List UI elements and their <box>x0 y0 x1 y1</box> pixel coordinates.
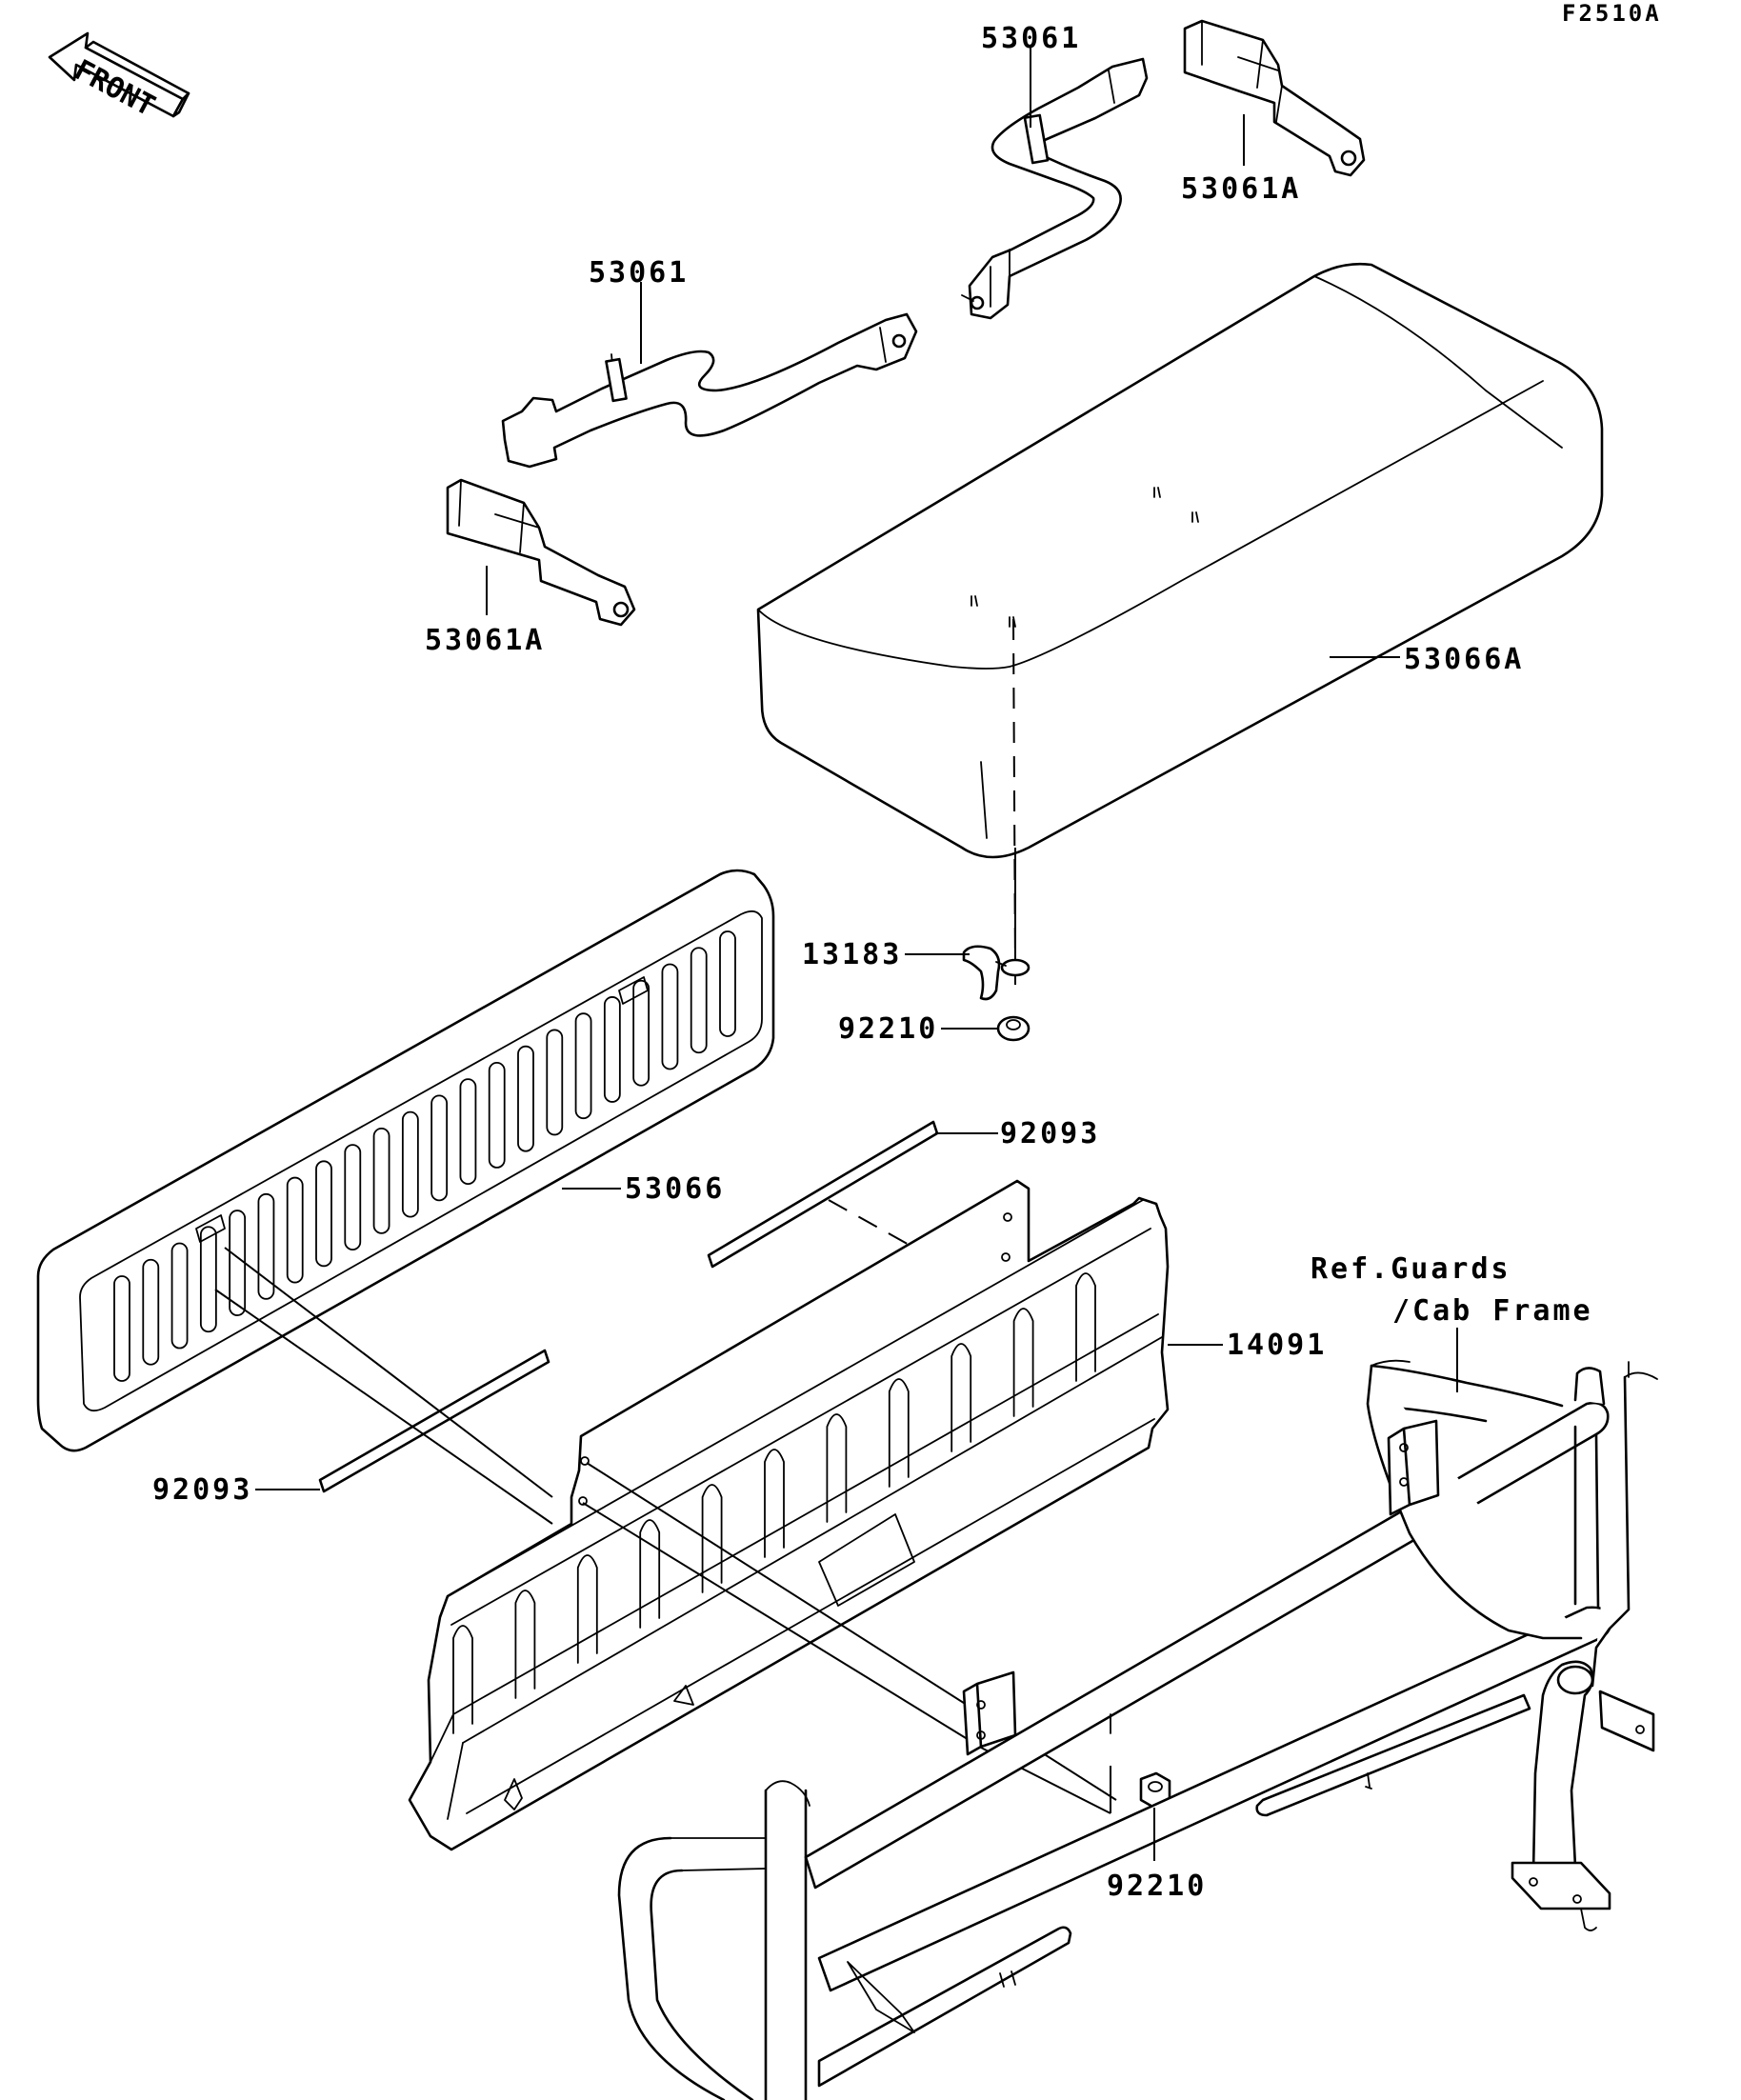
vent-slot <box>632 979 650 1087</box>
panel-rib <box>826 1413 848 1523</box>
vent-slot <box>315 1160 332 1268</box>
label-spacer-lower: 92093 <box>152 1473 252 1507</box>
vent-slot <box>113 1275 130 1382</box>
spacer-upper-part <box>707 1120 939 1269</box>
strap-upper-a <box>1183 19 1366 177</box>
fastener-line-1 <box>224 1247 553 1498</box>
spacer-lower-part <box>318 1349 550 1493</box>
label-strap-upper-a: 53061A <box>1181 172 1301 206</box>
vent-slot <box>430 1094 449 1202</box>
label-clamp: 13183 <box>802 938 902 971</box>
panel-rib <box>701 1484 723 1593</box>
vent-slot <box>372 1127 390 1234</box>
label-backrest: 53066 <box>625 1172 725 1206</box>
vent-slot <box>719 930 736 1037</box>
fastener-line-4 <box>582 1502 984 1750</box>
ref-note-line1: Ref.Guards <box>1311 1252 1511 1286</box>
strap-lower <box>501 312 918 469</box>
figure-id: F2510A <box>1562 0 1662 27</box>
vent-slot <box>690 947 708 1054</box>
backrest-vent-slots <box>113 930 736 1382</box>
cab-frame <box>617 1359 1658 2100</box>
vent-slot <box>257 1192 275 1300</box>
vent-slot <box>661 963 679 1070</box>
label-spacer-upper: 92093 <box>1000 1117 1100 1150</box>
panel-rib <box>764 1449 785 1558</box>
panel-rib <box>452 1625 473 1734</box>
strap-lower-a <box>446 478 636 627</box>
label-strap-lower-a: 53061A <box>425 624 545 657</box>
vent-slot <box>199 1226 217 1333</box>
vent-slot <box>142 1258 160 1366</box>
clamp-part <box>962 945 1031 1001</box>
label-strap-upper: 53061 <box>981 22 1081 55</box>
vent-slot <box>546 1029 564 1136</box>
rear-panel <box>408 1179 1170 1851</box>
vent-slot <box>459 1078 477 1186</box>
panel-rib <box>514 1590 536 1699</box>
panel-rib <box>1075 1272 1096 1382</box>
panel-rib <box>639 1519 661 1629</box>
seat-cushion <box>756 262 1604 859</box>
vent-slot <box>603 996 621 1103</box>
nut-upper-part <box>996 1015 1031 1042</box>
front-arrow-icon: FRONT <box>48 31 190 123</box>
panel-rib <box>1012 1308 1034 1417</box>
label-nut-upper: 92210 <box>838 1012 938 1046</box>
fastener-line-2 <box>214 1289 553 1525</box>
strap-upper <box>961 57 1149 320</box>
label-panel: 14091 <box>1227 1329 1327 1362</box>
vent-slot <box>488 1062 506 1169</box>
label-seat-cushion: 53066A <box>1404 643 1524 676</box>
vent-slot <box>344 1144 362 1250</box>
panel-rib <box>951 1343 972 1452</box>
panel-ribs <box>452 1272 1096 1734</box>
panel-rib <box>576 1554 598 1664</box>
vent-slot <box>401 1110 419 1218</box>
vent-slot <box>517 1045 534 1152</box>
panel-rib <box>888 1378 910 1488</box>
backrest-panel <box>36 869 775 1452</box>
label-nut-lower: 92210 <box>1107 1870 1207 1903</box>
vent-slot <box>574 1012 592 1120</box>
vent-slot <box>170 1242 189 1350</box>
ref-note-line2: /Cab Frame <box>1392 1294 1593 1328</box>
vent-slot <box>286 1176 304 1284</box>
label-strap-lower: 53061 <box>589 256 689 290</box>
